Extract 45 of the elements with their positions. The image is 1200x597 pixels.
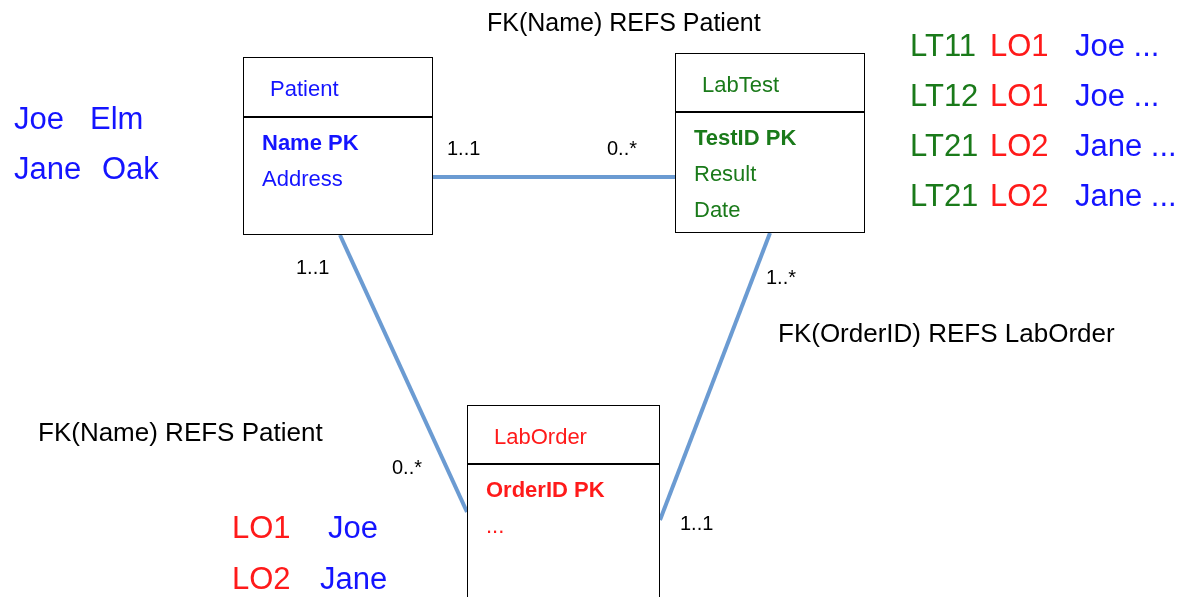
multiplicity-label: 0..* — [607, 137, 638, 160]
foreign-key-note: FK(Name) REFS Patient — [487, 8, 761, 37]
entity-name: LabTest — [702, 72, 780, 98]
primary-key-field: TestID PK — [694, 125, 797, 151]
entity-box — [243, 57, 433, 235]
row-value: LO1 — [990, 78, 1049, 114]
multiplicity-label: 1..1 — [447, 137, 481, 160]
multiplicity-label: 0..* — [392, 456, 423, 479]
row-value: Elm — [90, 101, 144, 137]
row-value: Joe ... — [1075, 28, 1160, 64]
row-value: Jane — [14, 151, 82, 187]
foreign-key-note: FK(OrderID) REFS LabOrder — [778, 318, 1115, 349]
multiplicity-label: 1..1 — [296, 256, 330, 279]
primary-key-field: Name PK — [262, 130, 359, 156]
entity-name: LabOrder — [494, 424, 587, 450]
row-value: Jane ... — [1075, 178, 1177, 214]
row-value: LO1 — [990, 28, 1049, 64]
row-value: LT11 — [910, 28, 977, 64]
row-value: LT21 — [910, 178, 979, 214]
row-value: LO2 — [232, 561, 291, 597]
attribute-field: Address — [262, 166, 343, 192]
foreign-key-note: FK(Name) REFS Patient — [38, 417, 323, 448]
row-value: LT12 — [910, 78, 979, 114]
row-value: LO2 — [990, 128, 1049, 164]
row-value: LO2 — [990, 178, 1049, 214]
entity-box — [467, 405, 660, 597]
relationship-line — [433, 175, 675, 179]
row-value: Joe ... — [1075, 78, 1160, 114]
multiplicity-label: 1..* — [766, 266, 797, 289]
row-value: LT21 — [910, 128, 979, 164]
relationship-line — [658, 232, 772, 521]
row-value: Joe — [14, 101, 64, 137]
attribute-field: Result — [694, 161, 757, 187]
row-value: Jane ... — [1075, 128, 1177, 164]
entity-box — [675, 53, 865, 233]
attribute-field: Date — [694, 197, 741, 223]
relationship-line — [338, 234, 469, 513]
row-value: Oak — [102, 151, 159, 187]
attribute-field: ... — [486, 513, 505, 539]
primary-key-field: OrderID PK — [486, 477, 605, 503]
row-value: Joe — [328, 510, 378, 546]
row-value: LO1 — [232, 510, 291, 546]
multiplicity-label: 1..1 — [680, 512, 714, 535]
entity-name: Patient — [270, 76, 339, 102]
row-value: Jane — [320, 561, 388, 597]
